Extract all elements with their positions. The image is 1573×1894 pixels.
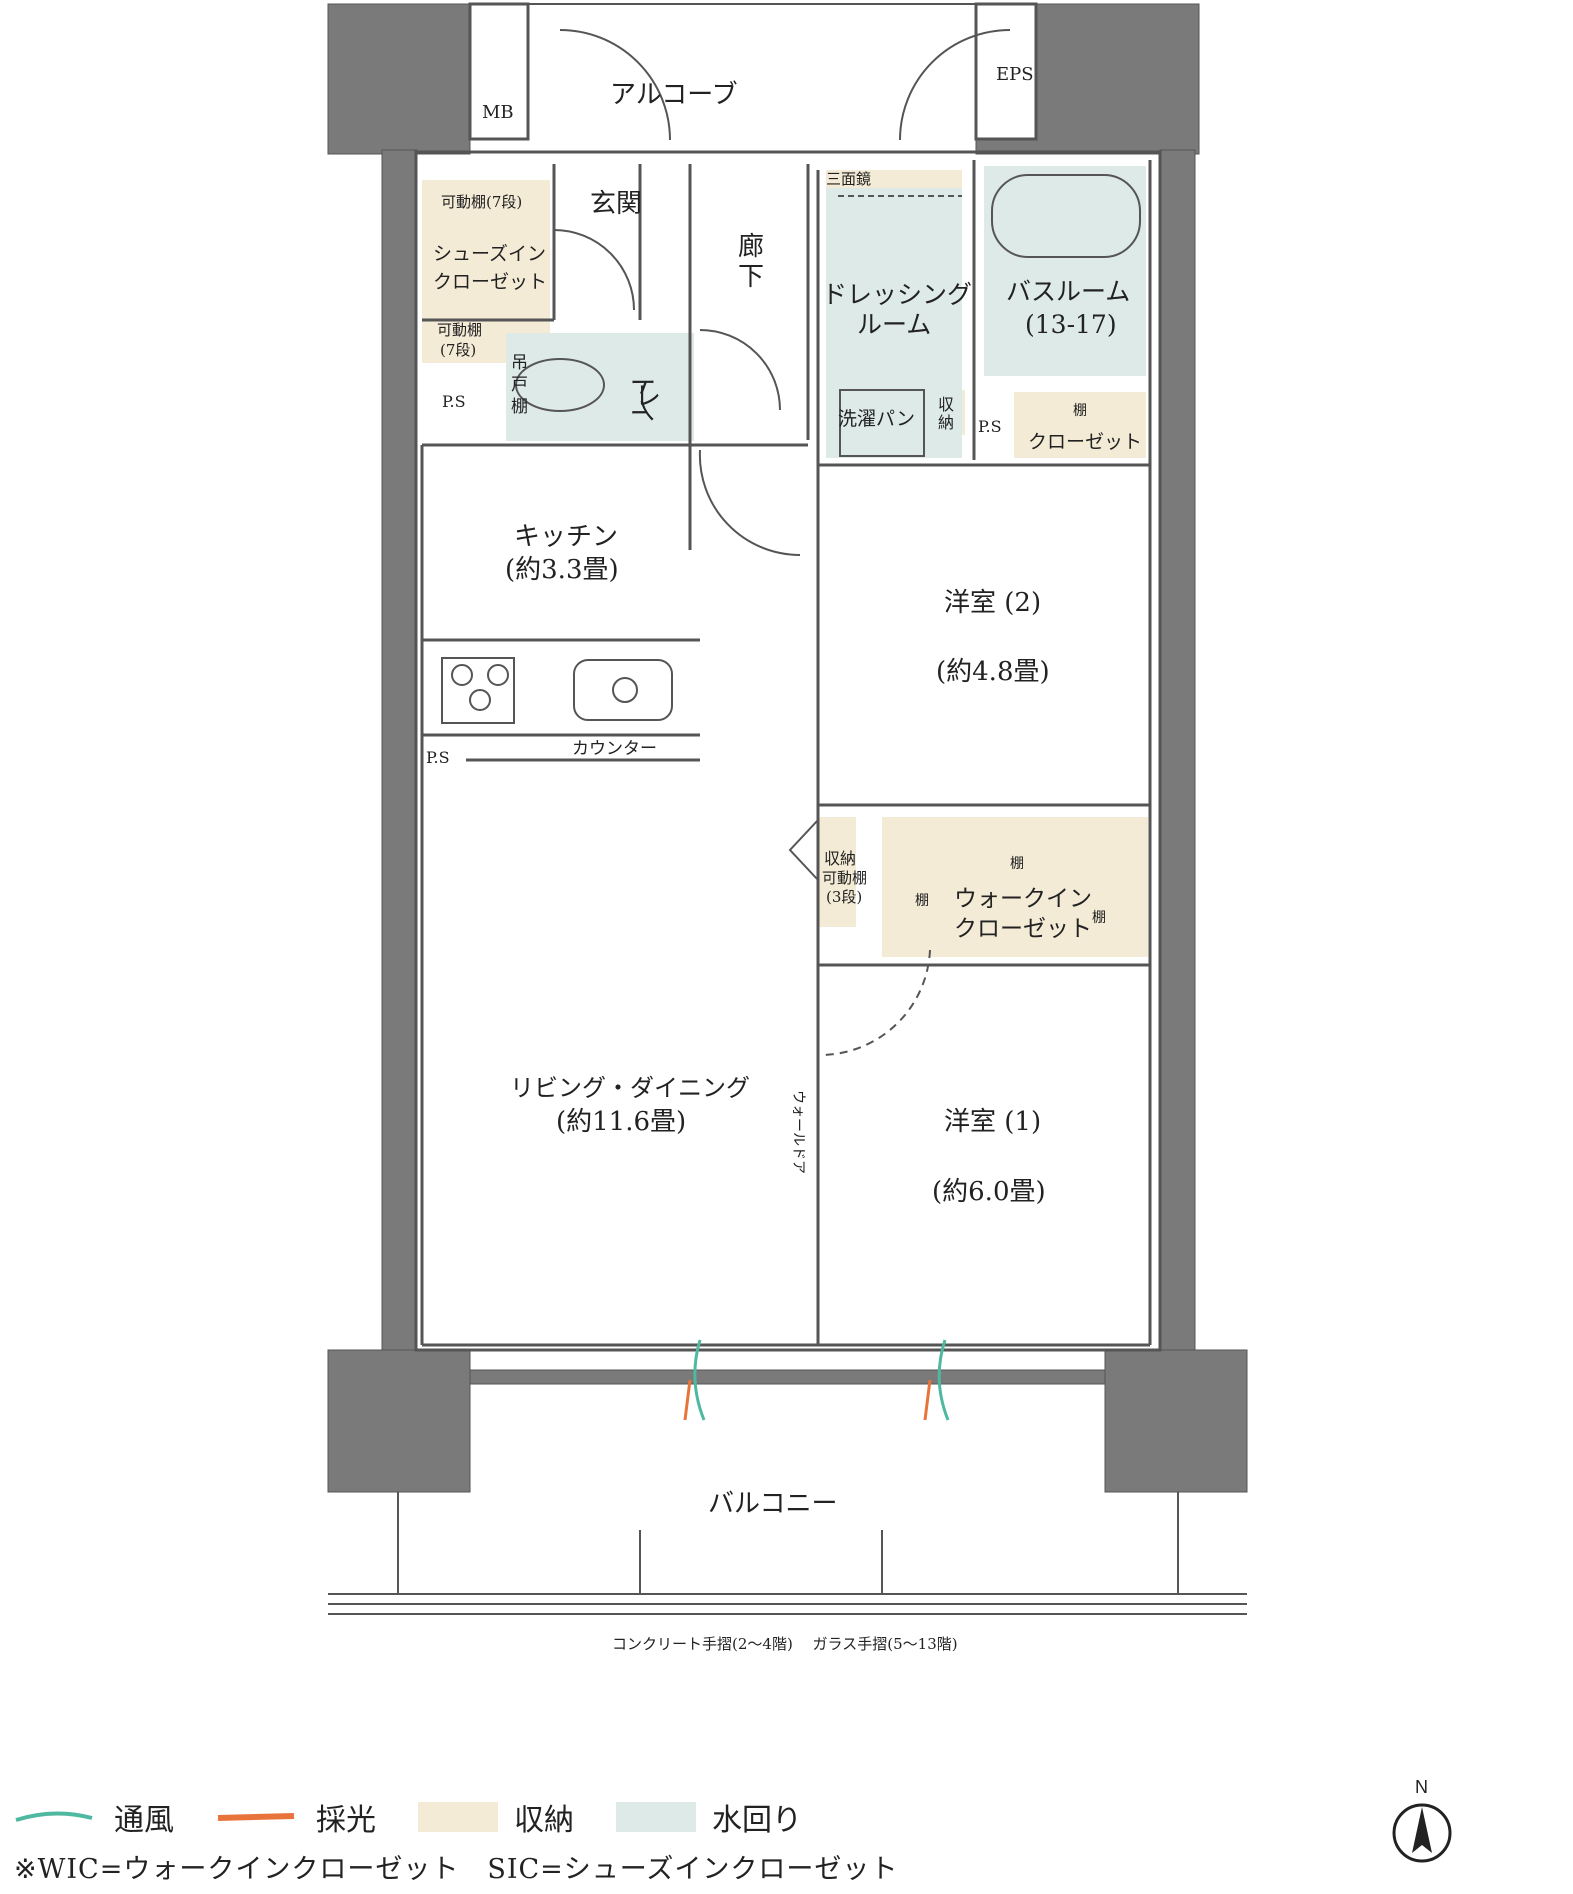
legend-wind-label: 通風: [114, 1803, 174, 1838]
label-wic-2: クローゼット: [954, 916, 1092, 942]
light-swatch-icon: [217, 1813, 295, 1821]
label-counter: カウンター: [572, 739, 657, 759]
legend-note: ※WIC=ウォークインクローゼット SIC=シューズインクローゼット: [14, 1854, 899, 1885]
label-shuno-2: 納: [938, 413, 954, 432]
label-storage-3: (3段): [826, 888, 862, 906]
label-sic-shelf-bottom-2: (7段): [440, 341, 476, 359]
label-storage-1: 収納: [824, 849, 856, 868]
label-hanging-2: 戸: [511, 375, 528, 395]
water-swatch: [616, 1802, 696, 1832]
label-alcove: アルコーブ: [610, 80, 738, 110]
label-hanging-3: 棚: [511, 397, 528, 417]
label-bath-2: (13-17): [1025, 310, 1117, 339]
water-areas: [506, 166, 1146, 458]
label-wic-shelf-top: 棚: [1010, 856, 1024, 872]
label-mirror: 三面鏡: [826, 170, 871, 188]
label-yoshitsu1-2: (約6.0畳): [932, 1177, 1046, 1207]
label-wic-shelf-left: 棚: [915, 893, 929, 909]
label-roka-2: 下: [738, 262, 764, 292]
label-storage-2: 可動棚: [822, 869, 867, 887]
label-yoshitsu1-1: 洋室 (1): [944, 1107, 1041, 1137]
label-genkan: 玄関: [590, 189, 642, 219]
label-shuno-1: 収: [938, 395, 954, 414]
label-bath-1: バスルーム: [1006, 277, 1130, 306]
wind-swatch-icon: [15, 1811, 93, 1822]
label-ps-3: P.S: [426, 748, 450, 767]
room-labels: アルコーブ MB EPS 玄関 廊 下 可動棚(7段) シューズイン クローゼッ…: [426, 64, 1142, 1653]
label-ps-1: P.S: [442, 392, 466, 411]
label-living-2: (約11.6畳): [556, 1107, 686, 1137]
fixtures: [441, 174, 1141, 724]
legend-row: 通風 採光 収納 水回り: [14, 1795, 844, 1839]
label-kitchen-1: キッチン: [514, 522, 618, 552]
storage-swatch: [418, 1802, 498, 1832]
balcony-railing: [328, 1492, 1247, 1615]
door-swings: [553, 29, 1011, 1057]
label-yoshitsu2-2: (約4.8畳): [936, 657, 1050, 687]
partitions: [414, 2, 1162, 1352]
label-sic-shelf-top: 可動棚(7段): [441, 193, 522, 211]
floor-plan: アルコーブ MB EPS 玄関 廊 下 可動棚(7段) シューズイン クローゼッ…: [327, 2, 1248, 1653]
label-washpan: 洗濯パン: [838, 408, 915, 430]
label-sic-2: クローゼット: [433, 271, 547, 293]
legend-light: 採光: [216, 1795, 376, 1839]
label-railing-note: コンクリート手摺(2〜4階) ガラス手摺(5〜13階): [612, 1635, 958, 1653]
label-closet: クローゼット: [1028, 431, 1142, 453]
airflow-arrows: [683, 1339, 950, 1421]
legend: 通風 採光 収納 水回り ※WIC=ウォークインクローゼット SIC=シューズイ…: [14, 1795, 1554, 1885]
legend-light-label: 採光: [316, 1803, 376, 1838]
label-hanging-1: 吊: [511, 353, 528, 373]
label-wic-1: ウォークイン: [954, 886, 1092, 912]
label-mb: MB: [482, 102, 514, 123]
label-kitchen-2: (約3.3畳): [505, 555, 619, 585]
legend-wind: 通風: [14, 1795, 174, 1839]
legend-storage: 収納: [418, 1795, 574, 1839]
label-sic-shelf-bottom-1: 可動棚: [437, 321, 482, 339]
compass-label: N: [1415, 1777, 1428, 1797]
label-closet-shelf: 棚: [1073, 403, 1087, 419]
label-dressing-1: ドレッシング: [822, 280, 972, 309]
compass-icon: N: [1392, 1777, 1452, 1863]
label-yoshitsu2-1: 洋室 (2): [944, 588, 1041, 618]
label-living-1: リビング・ダイニング: [510, 1074, 750, 1102]
label-balcony: バルコニー: [708, 1489, 837, 1519]
label-dressing-2: ルーム: [857, 310, 931, 339]
label-wall-door: ウォールドア: [790, 1090, 806, 1174]
label-sic-1: シューズイン: [433, 243, 546, 265]
label-wic-shelf-right: 棚: [1092, 910, 1106, 926]
legend-water: 水回り: [616, 1795, 802, 1839]
label-ps-2: P.S: [978, 417, 1002, 436]
label-toilet-1: トイ: [626, 372, 656, 424]
label-roka-1: 廊: [738, 232, 764, 262]
label-toilet-2: レ: [635, 382, 661, 412]
legend-water-label: 水回り: [712, 1803, 802, 1838]
label-eps: EPS: [996, 64, 1034, 85]
compass: N: [1385, 1775, 1460, 1870]
legend-storage-label: 収納: [514, 1803, 574, 1838]
